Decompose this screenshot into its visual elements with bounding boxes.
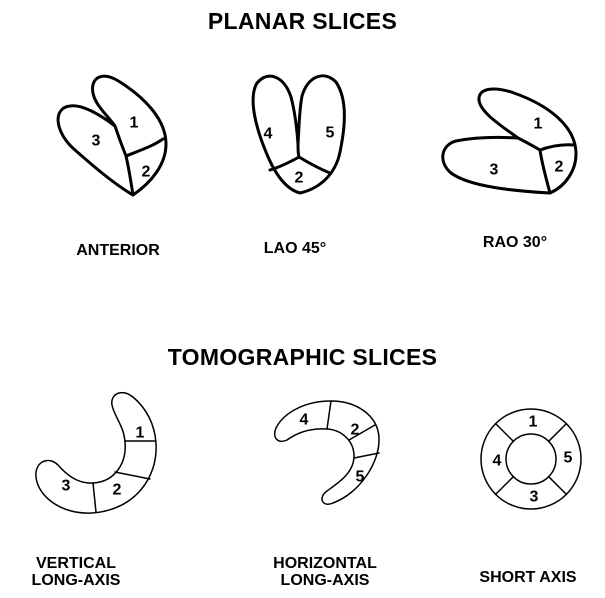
lao-45-segment-4: 4 — [264, 126, 273, 143]
lao-45-segment-5: 5 — [326, 125, 335, 142]
horizontal-long-axis-label: HORIZONTAL LONG-AXIS — [255, 555, 395, 589]
lao-45-divider-b — [270, 157, 299, 170]
rao-30-view: 1 3 2 — [443, 89, 576, 193]
short-axis-view: 1 4 5 3 — [481, 409, 581, 509]
vertical-long-axis-view: 1 3 2 — [36, 393, 156, 514]
horizontal-long-axis-label-line1: HORIZONTAL — [255, 555, 395, 572]
short-axis-divider-ul — [496, 424, 514, 442]
anterior-segment-1: 1 — [130, 115, 139, 132]
horizontal-long-axis-segment-5: 5 — [356, 469, 365, 486]
short-axis-segment-5: 5 — [564, 450, 573, 467]
short-axis-segment-4: 4 — [493, 453, 502, 470]
rao-30-divider-b — [540, 150, 550, 193]
short-axis-divider-lr — [549, 477, 567, 495]
short-axis-divider-ll — [496, 477, 514, 495]
horizontal-long-axis-segment-4: 4 — [300, 412, 309, 429]
vertical-long-axis-label-line2: LONG-AXIS — [16, 572, 136, 589]
short-axis-label: SHORT AXIS — [462, 569, 594, 586]
lao-45-segment-2: 2 — [295, 170, 304, 187]
horizontal-long-axis-divider-c — [354, 453, 379, 458]
anterior-segment-2: 2 — [142, 164, 151, 181]
lao-45-view: 4 5 2 — [253, 76, 344, 193]
rao-30-divider-a — [540, 145, 574, 150]
anterior-divider-a — [126, 139, 163, 156]
vertical-long-axis-segment-1: 1 — [136, 425, 145, 442]
rao-30-segment-3: 3 — [490, 162, 499, 179]
vertical-long-axis-segment-3: 3 — [62, 478, 71, 495]
short-axis-segment-3: 3 — [530, 489, 539, 506]
horizontal-long-axis-label-line2: LONG-AXIS — [255, 572, 395, 589]
lao-45-divider-a — [298, 144, 299, 157]
vertical-long-axis-divider-c — [93, 483, 96, 512]
rao-30-divider-c — [518, 138, 540, 150]
vertical-long-axis-divider-b — [115, 472, 150, 479]
vertical-long-axis-label-line1: VERTICAL — [16, 555, 136, 572]
rao-30-outline — [443, 89, 576, 193]
vertical-long-axis-label: VERTICAL LONG-AXIS — [16, 555, 136, 589]
rao-30-segment-2: 2 — [555, 159, 564, 176]
rao-30-segment-1: 1 — [534, 116, 543, 133]
anterior-segment-3: 3 — [92, 133, 101, 150]
anterior-divider-b — [126, 156, 133, 195]
short-axis-divider-ur — [549, 424, 567, 442]
lao-45-label: LAO 45° — [240, 240, 350, 257]
vertical-long-axis-segment-2: 2 — [113, 482, 122, 499]
rao-30-label: RAO 30° — [460, 234, 570, 251]
lao-45-divider-c — [299, 157, 330, 173]
short-axis-segment-1: 1 — [529, 414, 538, 431]
horizontal-long-axis-outline — [275, 401, 379, 504]
anterior-label: ANTERIOR — [52, 242, 184, 259]
horizontal-long-axis-view: 4 2 5 — [275, 401, 379, 504]
horizontal-long-axis-segment-2: 2 — [351, 422, 360, 439]
anterior-view: 1 2 3 — [58, 76, 166, 195]
anterior-divider-c — [115, 126, 126, 156]
horizontal-long-axis-divider-a — [327, 401, 331, 429]
vertical-long-axis-outline — [36, 393, 156, 514]
